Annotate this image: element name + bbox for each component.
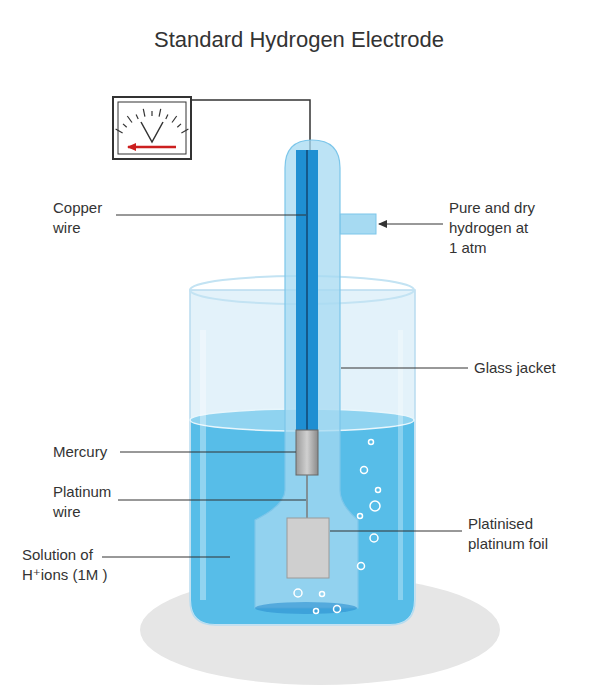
hydrogen-inlet-arrow [379, 224, 443, 225]
part-label: Mercury [53, 442, 143, 462]
diagram-title: Standard Hydrogen Electrode [0, 26, 598, 54]
leader-lines [102, 215, 468, 557]
voltmeter [113, 97, 191, 159]
part-label: Platinised platinum foil [468, 514, 568, 554]
part-label: Solution of H⁺ions (1M ) [22, 545, 118, 585]
copper-wire [306, 150, 308, 432]
acid-solution [191, 420, 414, 624]
platinum-wire [306, 475, 308, 518]
connecting-wire [191, 100, 310, 150]
part-label: Copper wire [53, 198, 115, 238]
hydrogen-bubbles [294, 440, 381, 614]
part-label: Platinum wire [53, 482, 117, 522]
platinum-foil [287, 518, 329, 578]
part-label: Glass jacket [474, 358, 584, 378]
part-label: Pure and dry hydrogen at 1 atm [449, 198, 539, 258]
inner-tube [296, 150, 318, 432]
glass-jacket [255, 140, 376, 614]
mercury [296, 430, 318, 475]
